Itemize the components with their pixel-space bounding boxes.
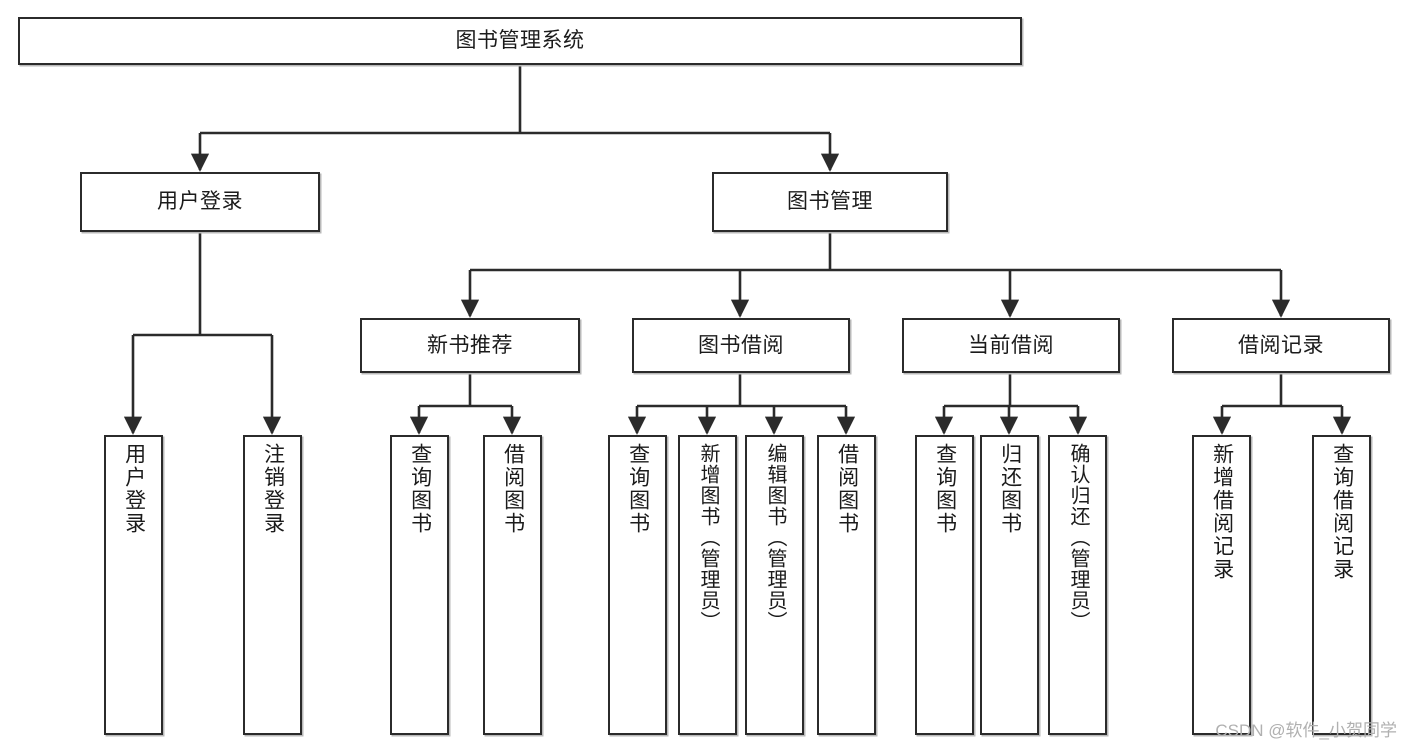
node-label: 图书借阅 [698, 333, 784, 357]
node-root-system[interactable]: 图书管理系统 [18, 17, 1022, 65]
node-label: 用户登录 [157, 190, 243, 214]
leaf-add-borrow-record[interactable]: 新增借阅记录 [1192, 435, 1251, 735]
leaf-query-book-rec[interactable]: 查询图书 [390, 435, 449, 735]
node-label: 当前借阅 [968, 333, 1054, 357]
node-label: 新增借阅记录 [1210, 443, 1234, 581]
node-label: 注销登录 [261, 443, 285, 535]
leaf-query-book-borrow[interactable]: 查询图书 [608, 435, 667, 735]
node-label: 查询图书 [408, 443, 432, 535]
leaf-query-book-current[interactable]: 查询图书 [915, 435, 974, 735]
leaf-logout-login[interactable]: 注销登录 [243, 435, 302, 735]
node-label: 查询借阅记录 [1330, 443, 1354, 581]
node-label: 归还图书 [998, 443, 1022, 535]
csdn-watermark: CSDN @软件_小贺同学 [1215, 721, 1397, 740]
node-borrow-record[interactable]: 借阅记录 [1172, 318, 1390, 373]
node-label: 用户登录 [122, 443, 146, 535]
leaf-return-book[interactable]: 归还图书 [980, 435, 1039, 735]
node-label: 借阅记录 [1238, 333, 1324, 357]
node-new-book-recommend[interactable]: 新书推荐 [360, 318, 580, 373]
leaf-user-login[interactable]: 用户登录 [104, 435, 163, 735]
node-current-borrow[interactable]: 当前借阅 [902, 318, 1120, 373]
node-book-borrow[interactable]: 图书借阅 [632, 318, 850, 373]
node-label: 新书推荐 [427, 333, 513, 357]
node-label: 借阅图书 [501, 443, 525, 535]
node-label: 图书管理 [787, 190, 873, 214]
node-user-login[interactable]: 用户登录 [80, 172, 320, 232]
node-label: 查询图书 [626, 443, 650, 535]
leaf-borrow-book[interactable]: 借阅图书 [817, 435, 876, 735]
node-label: 新增图书（管理员） [697, 443, 719, 632]
leaf-add-book-admin[interactable]: 新增图书（管理员） [678, 435, 737, 735]
node-label: 图书管理系统 [455, 29, 585, 53]
node-label: 借阅图书 [835, 443, 859, 535]
leaf-confirm-return-admin[interactable]: 确认归还（管理员） [1048, 435, 1107, 735]
leaf-query-borrow-record[interactable]: 查询借阅记录 [1312, 435, 1371, 735]
node-label: 查询图书 [933, 443, 957, 535]
node-label: 确认归还（管理员） [1067, 443, 1089, 632]
node-book-management[interactable]: 图书管理 [712, 172, 948, 232]
leaf-borrow-book-rec[interactable]: 借阅图书 [483, 435, 542, 735]
node-label: 编辑图书（管理员） [764, 443, 786, 632]
leaf-edit-book-admin[interactable]: 编辑图书（管理员） [745, 435, 804, 735]
